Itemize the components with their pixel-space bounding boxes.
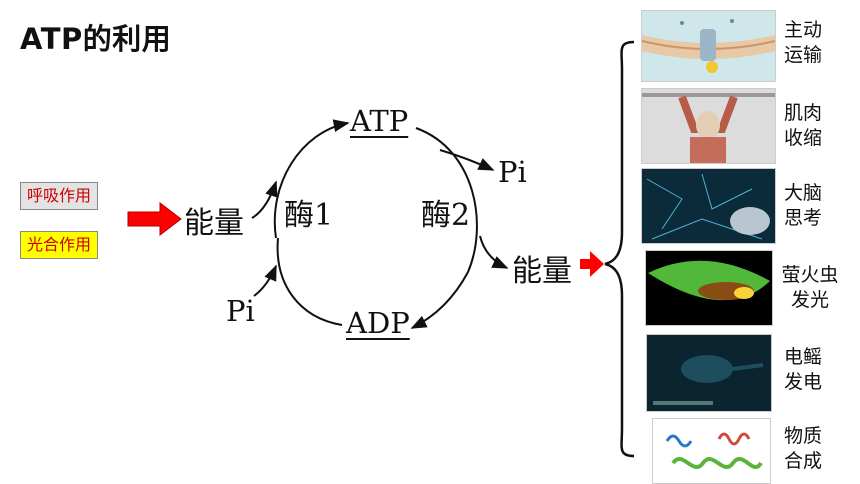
left-return-arc — [276, 237, 343, 326]
enzyme2-label: 酶2 — [421, 198, 471, 233]
protein-synthesis-image — [652, 418, 771, 484]
use-label-synthesis: 物质合成 — [783, 425, 822, 472]
energy-out-arrow — [479, 235, 509, 269]
brace — [604, 40, 635, 458]
active-transport-image — [641, 10, 776, 82]
use-label-brain-thinking: 大脑思考 — [783, 182, 822, 229]
muscle-contraction-image — [641, 88, 776, 164]
adp-label: ADP — [346, 306, 410, 340]
respiration-box: 呼吸作用 — [20, 182, 99, 210]
photosynthesis-box: 光合作用 — [20, 231, 99, 259]
pi-out-arrow — [439, 149, 495, 171]
energy-out-label: 能量 — [512, 254, 572, 289]
firefly-image — [645, 250, 773, 326]
use-label-electric-ray: 电鳐发电 — [783, 346, 822, 393]
brain-thinking-image — [641, 168, 776, 244]
energy-in-arrow — [251, 180, 278, 219]
enzyme1-label: 酶1 — [284, 198, 334, 233]
input-arrow — [127, 201, 182, 237]
pi-in-arrow — [253, 264, 277, 297]
energy-in-label: 能量 — [184, 206, 244, 241]
electric-ray-image — [646, 334, 772, 412]
pi-out-label: Pi — [498, 155, 527, 189]
use-label-muscle-contraction: 肌肉收缩 — [783, 102, 822, 149]
output-arrow — [580, 251, 604, 277]
pi-in-label: Pi — [226, 294, 255, 328]
page-title: ATP的利用 — [20, 22, 172, 56]
atp-label: ATP — [350, 104, 409, 138]
use-label-firefly-glow: 萤火虫发光 — [781, 264, 839, 311]
synthesis-arc — [273, 119, 350, 239]
use-label-active-transport: 主动运输 — [783, 19, 822, 66]
